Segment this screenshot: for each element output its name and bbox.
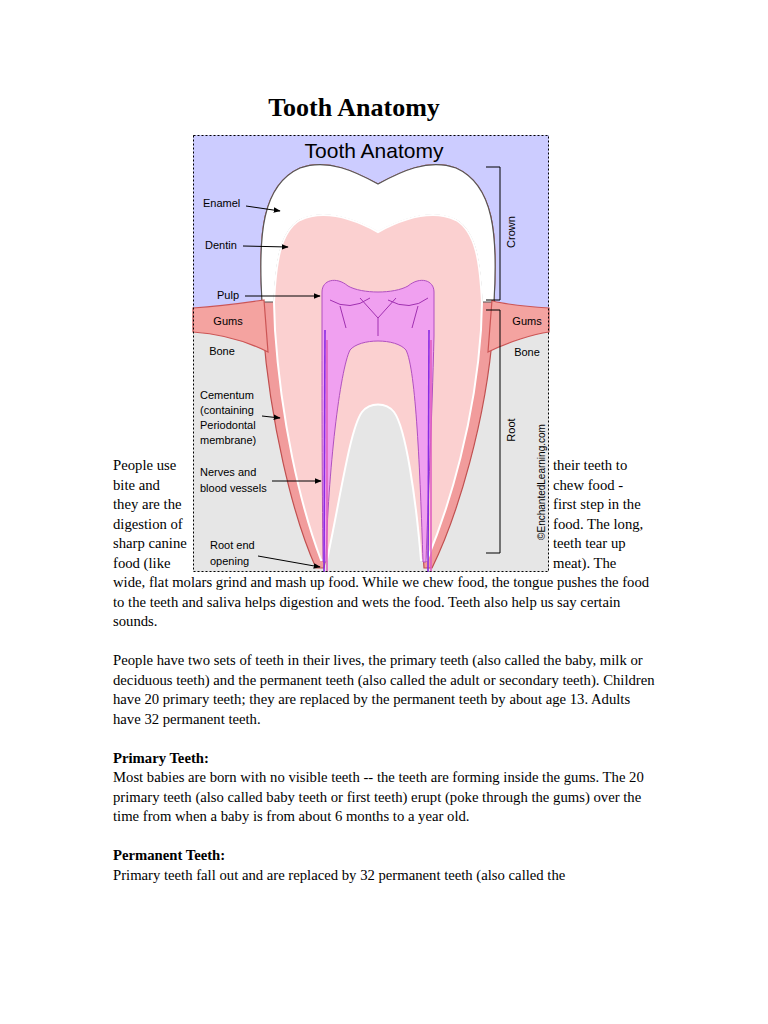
- page-title: Tooth Anatomy: [268, 93, 440, 123]
- text-line: sounds.: [113, 612, 157, 632]
- text-line: digestion of: [113, 515, 186, 535]
- part-label: Pulp: [217, 289, 239, 301]
- part-label: Nerves and blood vessels: [200, 465, 272, 496]
- tooth-outline: [261, 165, 495, 568]
- text-line: food (like: [113, 554, 174, 574]
- part-label: Enamel: [203, 197, 240, 209]
- leader-lines: [243, 206, 321, 567]
- text-line: first step in the: [553, 495, 644, 515]
- text-line: food. The long,: [553, 515, 647, 535]
- dentin: [274, 215, 482, 560]
- diagram-frame: [194, 136, 549, 572]
- text-line: sharp canine: [113, 534, 190, 554]
- pulp-veins: [330, 298, 428, 336]
- gum-left: [193, 300, 268, 352]
- text-line: they are the: [113, 495, 185, 515]
- copyright-note: ©EnchantedLearning.com: [536, 424, 547, 540]
- part-label: Cementum (containing Periodontal membran…: [200, 388, 266, 448]
- gum-right: [488, 300, 549, 352]
- text-line: meat). The: [553, 554, 620, 574]
- section-heading: Permanent Teeth:: [113, 846, 658, 866]
- text-line: bite and: [113, 476, 164, 496]
- brackets: [486, 167, 500, 553]
- text-line: chew food -: [553, 476, 627, 496]
- bracket-label: Crown: [505, 216, 517, 248]
- text-line: to the teeth and saliva helps digestion …: [113, 593, 624, 613]
- body-paragraph: Most babies are born with no visible tee…: [113, 768, 658, 827]
- body-paragraph: People have two sets of teeth in their l…: [113, 651, 658, 729]
- bracket-label: Root: [505, 418, 517, 441]
- nerves-and-vessels: [324, 330, 431, 572]
- pulp: [322, 280, 434, 562]
- text-line: wide, flat molars grind and mash up food…: [113, 573, 653, 593]
- part-label: Gums: [512, 315, 541, 327]
- part-label: Bone: [209, 345, 235, 357]
- sky-ground: [193, 135, 549, 572]
- part-label: Gums: [213, 315, 242, 327]
- text-line: their teeth to: [553, 456, 631, 476]
- diagram-title: Tooth Anatomy: [305, 139, 444, 163]
- body-flow: People have two sets of teeth in their l…: [113, 651, 658, 905]
- part-label: Dentin: [205, 239, 237, 251]
- body-paragraph: Primary teeth fall out and are replaced …: [113, 866, 658, 886]
- part-label: Root end opening: [210, 537, 265, 569]
- section-heading: Primary Teeth:: [113, 749, 658, 769]
- part-label: Bone: [514, 346, 540, 358]
- text-line: teeth tear up: [553, 534, 629, 554]
- text-line: People use: [113, 456, 180, 476]
